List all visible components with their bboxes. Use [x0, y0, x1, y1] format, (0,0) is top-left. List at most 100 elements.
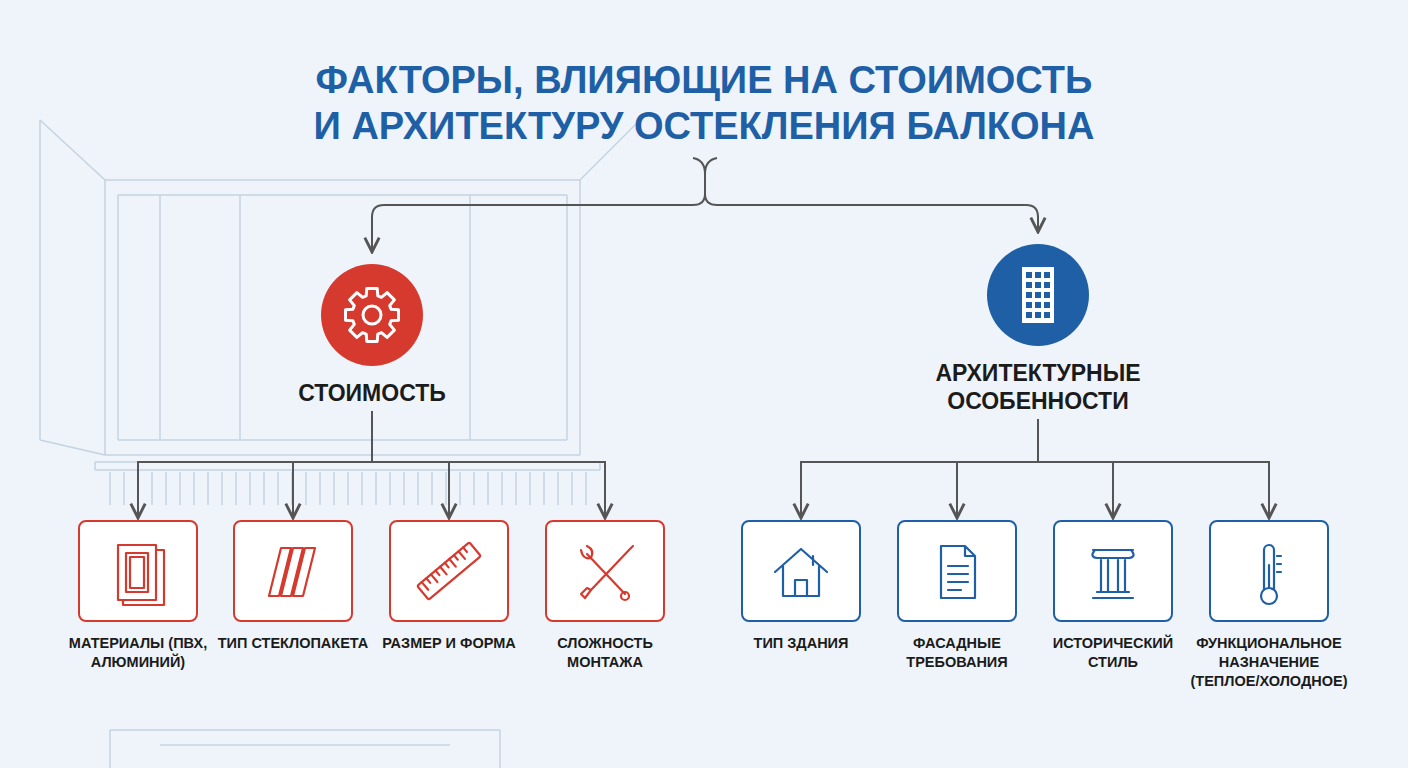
- railing-stroke: [277, 472, 279, 505]
- factor-label: ИСТОРИЧЕСКИЙ СТИЛЬ: [1034, 634, 1192, 672]
- graphic-part: [1035, 292, 1041, 298]
- box-outline: [390, 521, 508, 621]
- connector: [372, 411, 605, 518]
- railing-stroke: [487, 472, 489, 505]
- diagram-title: ФАКТОРЫ, ВЛИЯЮЩИЕ НА СТОИМОСТЬ И АРХИТЕК…: [204, 58, 1204, 149]
- railing-stroke: [571, 472, 573, 505]
- graphic-part: [941, 546, 975, 598]
- railing-stroke: [543, 472, 545, 505]
- factor-label: ТИП ЗДАНИЯ: [754, 634, 849, 653]
- graphic-part: [581, 546, 633, 598]
- box-outline: [234, 521, 352, 621]
- graphic-part: [118, 545, 164, 605]
- factor-node: ТИП ЗДАНИЯ: [724, 520, 878, 653]
- factor-box: [389, 520, 509, 622]
- railing-stroke: [473, 472, 475, 505]
- graphic-part: [1044, 292, 1050, 298]
- sketch-line: [469, 195, 471, 440]
- railing-stroke: [347, 472, 349, 505]
- box-outline: [742, 521, 860, 621]
- factor-box: [897, 520, 1017, 622]
- graphic-part: [422, 547, 470, 589]
- railing-stroke: [263, 472, 265, 505]
- sketch-line: [117, 195, 119, 440]
- title-bracket: [372, 158, 705, 252]
- railing-stroke: [179, 472, 181, 505]
- sketch-line: [94, 462, 96, 470]
- factor-box: [233, 520, 353, 622]
- graphic-part: [1026, 312, 1032, 318]
- circle-fill: [321, 264, 423, 366]
- graphic-part: [1044, 272, 1050, 278]
- profile-icon: [118, 545, 164, 605]
- connector: [138, 411, 372, 518]
- graphic-part: [1269, 556, 1281, 588]
- graphic-part: [1026, 292, 1032, 298]
- railing-stroke: [305, 472, 307, 505]
- graphic-part: [417, 542, 481, 599]
- factor-label: СЛОЖНОСТЬ МОНТАЖА: [526, 634, 684, 672]
- sketch-line: [239, 195, 241, 440]
- railing-stroke: [459, 472, 461, 505]
- railing-stroke: [403, 472, 405, 505]
- category-circle: [320, 263, 424, 367]
- graphic-part: [1022, 267, 1054, 323]
- thermo-icon: [1261, 545, 1281, 604]
- factor-box: [1053, 520, 1173, 622]
- title-bracket: [705, 158, 1038, 232]
- railing-stroke: [319, 472, 321, 505]
- category-node: СТОИМОСТЬ: [262, 263, 482, 407]
- category-node: АРХИТЕКТУРНЫЕ ОСОБЕННОСТИ: [911, 243, 1165, 415]
- graphic-part: [1026, 272, 1032, 278]
- sketch-line: [566, 195, 568, 440]
- column-icon: [1092, 550, 1133, 598]
- category-label: СТОИМОСТЬ: [298, 379, 446, 407]
- graphic-part: [1035, 282, 1041, 288]
- sketch-line: [40, 120, 105, 180]
- railing-stroke: [417, 472, 419, 505]
- graphic-part: [417, 542, 481, 599]
- factor-label: МАТЕРИАЛЫ (ПВХ, АЛЮМИНИЙ): [59, 634, 217, 672]
- house-icon: [775, 549, 827, 596]
- connector: [957, 419, 1038, 518]
- factor-box: [545, 520, 665, 622]
- railing-stroke: [109, 472, 111, 505]
- sketch-line: [109, 730, 111, 768]
- factor-node: ФАСАДНЫЕ ТРЕБОВАНИЯ: [878, 520, 1036, 672]
- railing-stroke: [333, 472, 335, 505]
- railing-stroke: [375, 472, 377, 505]
- graphic-part: [775, 549, 827, 596]
- graphic-part: [1035, 312, 1041, 318]
- box-outline: [1210, 521, 1328, 621]
- graphic-part: [1026, 302, 1032, 308]
- graphic-part: [1261, 588, 1277, 604]
- railing-stroke: [151, 472, 153, 505]
- railing-stroke: [389, 472, 391, 505]
- sketch-line: [95, 469, 600, 471]
- railing-stroke: [193, 472, 195, 505]
- sketch-line: [118, 194, 567, 196]
- sketch-line: [160, 744, 450, 746]
- balcony-sketch: [40, 120, 640, 768]
- connector: [372, 411, 449, 518]
- building-icon: [1022, 267, 1054, 323]
- graphic-part: [346, 289, 399, 342]
- factor-label: ФУНКЦИОНАЛЬНОЕ НАЗНАЧЕНИЕ (ТЕПЛОЕ/ХОЛОДН…: [1190, 634, 1348, 691]
- railing-stroke: [431, 472, 433, 505]
- factor-box: [741, 520, 861, 622]
- factor-node: ФУНКЦИОНАЛЬНОЕ НАЗНАЧЕНИЕ (ТЕПЛОЕ/ХОЛОДН…: [1190, 520, 1348, 691]
- graphic-part: [621, 592, 629, 600]
- sketch-line: [104, 180, 106, 455]
- sketch-line: [118, 439, 567, 441]
- connector: [293, 411, 372, 518]
- sketch-line: [599, 462, 601, 470]
- sketch-line: [39, 120, 41, 440]
- sketch-line: [110, 729, 500, 731]
- factor-node: ТИП СТЕКЛОПАКЕТА: [216, 520, 371, 653]
- graphic-part: [1026, 282, 1032, 288]
- box-outline: [898, 521, 1016, 621]
- tools-icon: [581, 546, 633, 600]
- category-circle: [986, 243, 1090, 347]
- factor-node: МАТЕРИАЛЫ (ПВХ, АЛЮМИНИЙ): [59, 520, 217, 672]
- graphic-part: [363, 306, 381, 324]
